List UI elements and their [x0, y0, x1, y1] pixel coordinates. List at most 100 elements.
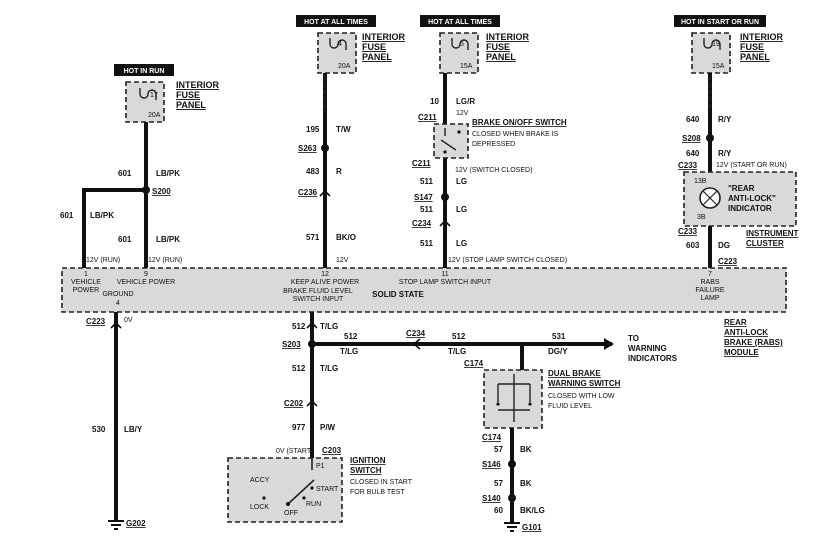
module-solid-state: SOLID STATE: [372, 290, 424, 299]
module-pin-label: STOP LAMP SWITCH INPUT: [399, 279, 492, 286]
cluster-pin: 3B: [697, 214, 706, 221]
brake-switch-title: BRAKE ON/OFF SWITCH: [472, 118, 567, 127]
fuse-amps: 15A: [460, 63, 473, 70]
connector-c203: C203: [322, 446, 342, 455]
connector-c233-top: C233: [678, 161, 698, 170]
fuse-panel-line3: PANEL: [176, 100, 206, 110]
cluster-lamp-label: "REAR: [728, 184, 755, 193]
fuse-panel-line3: PANEL: [486, 52, 516, 62]
wire-circuit: 512: [452, 332, 466, 341]
cluster-title: INSTRUMENT: [746, 229, 799, 238]
fuse-panel-line2: FUSE: [176, 90, 200, 100]
wire-color: LG: [456, 239, 467, 248]
module-name: MODULE: [724, 348, 759, 357]
wire-circuit: 603: [686, 241, 700, 250]
wire-color: LB/PK: [156, 235, 180, 244]
fuse-number: 19: [712, 41, 720, 48]
fuse-number: 5: [460, 41, 464, 48]
wire-color: R/Y: [718, 115, 732, 124]
rabs-module: 1 VEHICLE POWER 9 VEHICLE POWER GROUND 4…: [61, 267, 787, 313]
dual-brake-desc: CLOSED WITH LOW: [548, 393, 615, 400]
wire-color: P/W: [320, 423, 336, 432]
ignition-title: SWITCH: [350, 466, 382, 475]
wire-circuit: 511: [420, 239, 433, 248]
fuse-icon: [329, 38, 347, 50]
voltage-label: 12V (SWITCH CLOSED): [455, 167, 532, 174]
brake-switch-desc: DEPRESSED: [472, 141, 515, 148]
ignition-pos: ACCY: [250, 477, 270, 484]
splice-s140: S140: [482, 494, 501, 503]
module-pin-label: VEHICLE POWER: [117, 279, 175, 286]
ignition-pos: RUN: [306, 501, 321, 508]
wire-color: BK: [520, 479, 532, 488]
wire-circuit: 640: [686, 149, 700, 158]
module-pin-label: FAILURE: [695, 287, 725, 294]
fuse-number: 17: [150, 92, 158, 99]
module-pin-number: 11: [441, 271, 448, 278]
fuse-panel-line3: PANEL: [740, 52, 770, 62]
switch-contact-icon: [440, 139, 457, 151]
wire-color: T/LG: [320, 364, 338, 373]
voltage-label: 12V (STOP LAMP SWITCH CLOSED): [448, 257, 567, 264]
voltage-label: 12V (START OR RUN): [716, 162, 787, 169]
wire-circuit: 10: [430, 97, 439, 106]
wire-color: BK/O: [336, 233, 356, 242]
ignition-pos: LOCK: [250, 504, 269, 511]
fuse-panel-line2: FUSE: [740, 42, 764, 52]
module-pin-label: KEEP ALIVE POWER: [291, 279, 359, 286]
voltage-label: 0V (START): [276, 448, 313, 455]
hot-label-center-text: HOT AT ALL TIMES: [428, 19, 492, 26]
circuit-530: C223 0V 530 LB/Y G202: [86, 312, 146, 530]
ignition-desc: CLOSED IN START: [350, 479, 413, 486]
connector-c211-bottom: C211: [412, 159, 431, 168]
module-pin-number: 7: [708, 271, 712, 278]
dual-brake-warning-switch: [483, 369, 543, 429]
wire-circuit: 977: [292, 423, 306, 432]
hot-label-center: HOT AT ALL TIMES: [420, 15, 500, 27]
module-pin-label: VEHICLE: [71, 279, 101, 286]
module-pin-label: BRAKE FLUID LEVEL: [283, 288, 353, 295]
wire-circuit: 57: [494, 479, 503, 488]
module-ground-label: GROUND: [102, 291, 133, 298]
hot-label-left: HOT IN RUN: [114, 64, 174, 76]
wire-color: T/LG: [340, 347, 358, 356]
fuse-icon: [139, 88, 157, 100]
wire-circuit: 195: [306, 125, 320, 134]
module-pin-number: 1: [84, 271, 88, 278]
splice-s263: S263: [298, 144, 317, 153]
wire-circuit: 512: [344, 332, 358, 341]
connector-c211-top: C211: [418, 113, 437, 122]
splice-s147: S147: [414, 193, 433, 202]
module-ground-number: 4: [116, 300, 120, 307]
wire-circuit: 531: [552, 332, 566, 341]
module-pin-number: 9: [144, 271, 148, 278]
ignition-title: IGNITION: [350, 456, 386, 465]
module-pin-label: SWITCH INPUT: [293, 296, 344, 303]
wire-circuit: 57: [494, 445, 503, 454]
splice-s203: S203: [282, 340, 301, 349]
module-pin-label: LAMP: [700, 295, 719, 302]
wire-color: T/LG: [448, 347, 466, 356]
module-pin-number: 12: [321, 271, 329, 278]
fuse-panel-line3: PANEL: [362, 52, 392, 62]
wire-circuit: 530: [92, 425, 106, 434]
wire-color: LG/R: [456, 97, 475, 106]
ground-icon: [108, 520, 124, 530]
warning-label: INDICATORS: [628, 354, 678, 363]
splice-s146: S146: [482, 460, 501, 469]
hot-label-mid-text: HOT AT ALL TIMES: [304, 19, 368, 26]
hot-label-left-text: HOT IN RUN: [124, 68, 165, 75]
voltage-label: 0V: [124, 317, 133, 324]
module-name: ANTI-LOCK: [724, 328, 768, 337]
ground-g101: G101: [522, 523, 542, 532]
brake-switch-desc: CLOSED WHEN BRAKE IS: [472, 131, 559, 138]
wire-circuit: 511: [420, 205, 433, 214]
connector-c234: C234: [412, 219, 432, 228]
connector-c223-left: C223: [86, 317, 106, 326]
ground-icon: [504, 522, 520, 532]
connector-c174-bottom: C174: [482, 433, 502, 442]
wire-circuit: 601: [118, 169, 132, 178]
fuse-panel-title: INTERIOR: [486, 32, 530, 42]
wire-color: BK: [520, 445, 532, 454]
warning-label: WARNING: [628, 344, 667, 353]
